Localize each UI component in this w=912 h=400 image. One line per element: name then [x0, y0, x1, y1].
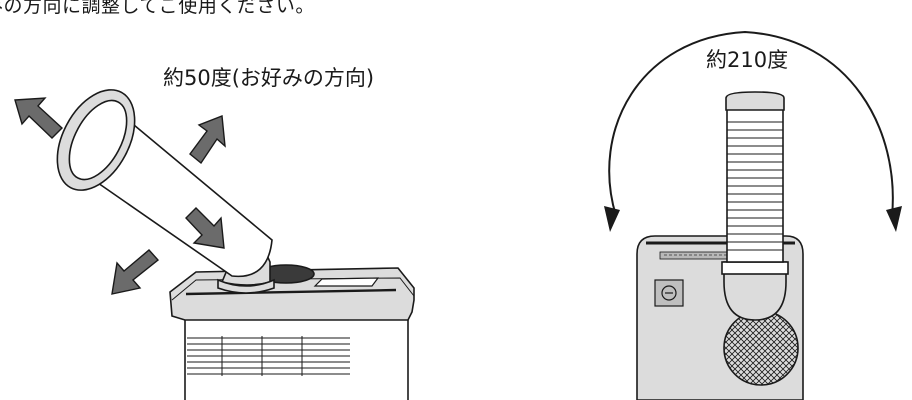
angle-label-50: 約50度(お好みの方向) — [163, 66, 375, 90]
instruction-caption: みの方向に調整してご使用ください。 — [0, 0, 315, 17]
arrow-icon — [14, 97, 226, 295]
rotation-arc — [608, 30, 894, 217]
left-duct-tube — [56, 89, 275, 294]
angle-label-210: 約210度 — [706, 48, 789, 72]
left-cooler-unit — [169, 264, 415, 400]
right-duct-tube — [721, 91, 789, 321]
curved-arrow-icon — [604, 206, 902, 232]
